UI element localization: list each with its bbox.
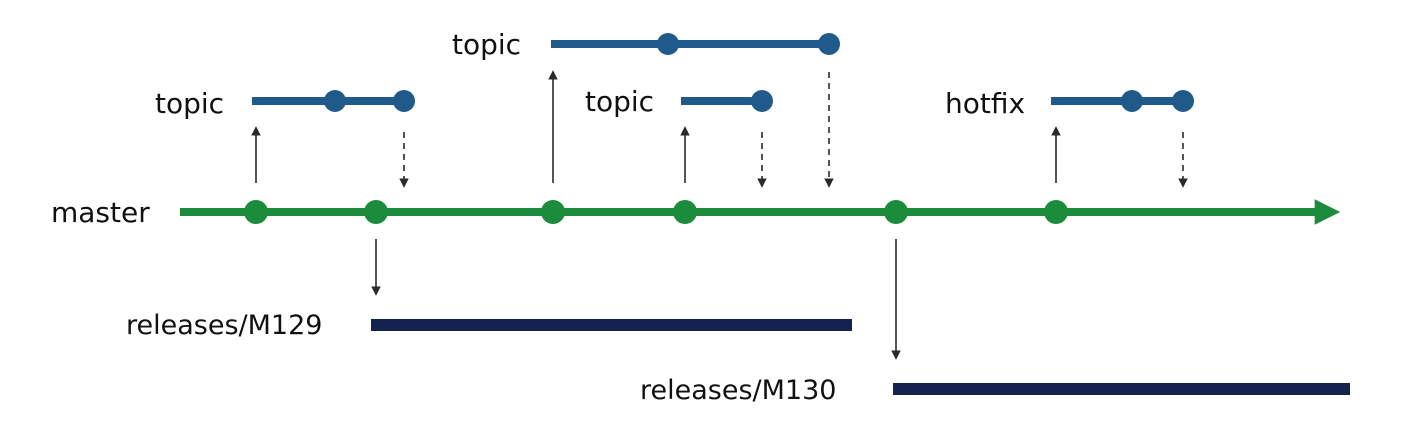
hotfix-branch-label: hotfix	[945, 87, 1025, 120]
topic-branch-label-3: topic	[585, 85, 654, 118]
hotfix-commit-b	[1172, 90, 1194, 112]
master-commit-6	[1044, 200, 1068, 224]
topic-commit-1b	[393, 90, 415, 112]
topic-branch-label-2: topic	[452, 28, 521, 61]
topic-commit-1a	[324, 90, 346, 112]
release-m129-label: releases/M129	[126, 310, 322, 341]
master-commit-4	[673, 200, 697, 224]
master-commit-3	[541, 200, 565, 224]
master-branch-label: master	[51, 196, 150, 229]
topic-commit-2b	[818, 33, 840, 55]
hotfix-commit-a	[1121, 90, 1143, 112]
topic-commit-2a	[657, 33, 679, 55]
master-commit-2	[364, 200, 388, 224]
master-commit-1	[244, 200, 268, 224]
topic-commit-3a	[751, 90, 773, 112]
release-m130-label: releases/M130	[640, 375, 836, 406]
master-commit-5	[884, 200, 908, 224]
topic-branch-label-1: topic	[155, 87, 224, 120]
